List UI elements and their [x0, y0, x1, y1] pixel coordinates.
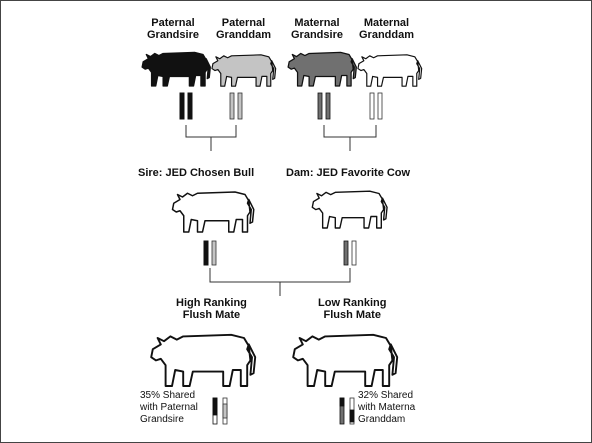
maternal-grandsire-label: Maternal Grandsire	[291, 17, 343, 41]
label-line: Maternal	[359, 17, 414, 29]
label-line: Low Ranking	[318, 297, 386, 309]
low-ranking-label: Low Ranking Flush Mate	[318, 297, 386, 321]
paternal-granddam-label: Paternal Granddam	[216, 17, 271, 41]
label-line: Granddam	[216, 29, 271, 41]
label-line: Grandsire	[291, 29, 343, 41]
note-line: 35% Shared	[140, 390, 198, 402]
dam-label: Dam: JED Favorite Cow	[286, 167, 410, 179]
note-line: Granddam	[358, 414, 415, 426]
sire-label: Sire: JED Chosen Bull	[138, 167, 254, 179]
note-line: with Paternal	[140, 402, 198, 414]
label-line: Grandsire	[147, 29, 199, 41]
label-line: High Ranking	[176, 297, 247, 309]
label-line: Flush Mate	[176, 309, 247, 321]
label-line: Paternal	[216, 17, 271, 29]
note-line: 32% Shared	[358, 390, 415, 402]
high-shared-note: 35% Shared with Paternal Grandsire	[140, 390, 198, 426]
high-ranking-label: High Ranking Flush Mate	[176, 297, 247, 321]
label-line: Granddam	[359, 29, 414, 41]
low-shared-note: 32% Shared with Materna Granddam	[358, 390, 415, 426]
paternal-grandsire-label: Paternal Grandsire	[147, 17, 199, 41]
note-line: Grandsire	[140, 414, 198, 426]
label-line: Maternal	[291, 17, 343, 29]
label-line: Paternal	[147, 17, 199, 29]
maternal-granddam-label: Maternal Granddam	[359, 17, 414, 41]
label-line: Flush Mate	[318, 309, 386, 321]
note-line: with Materna	[358, 402, 415, 414]
